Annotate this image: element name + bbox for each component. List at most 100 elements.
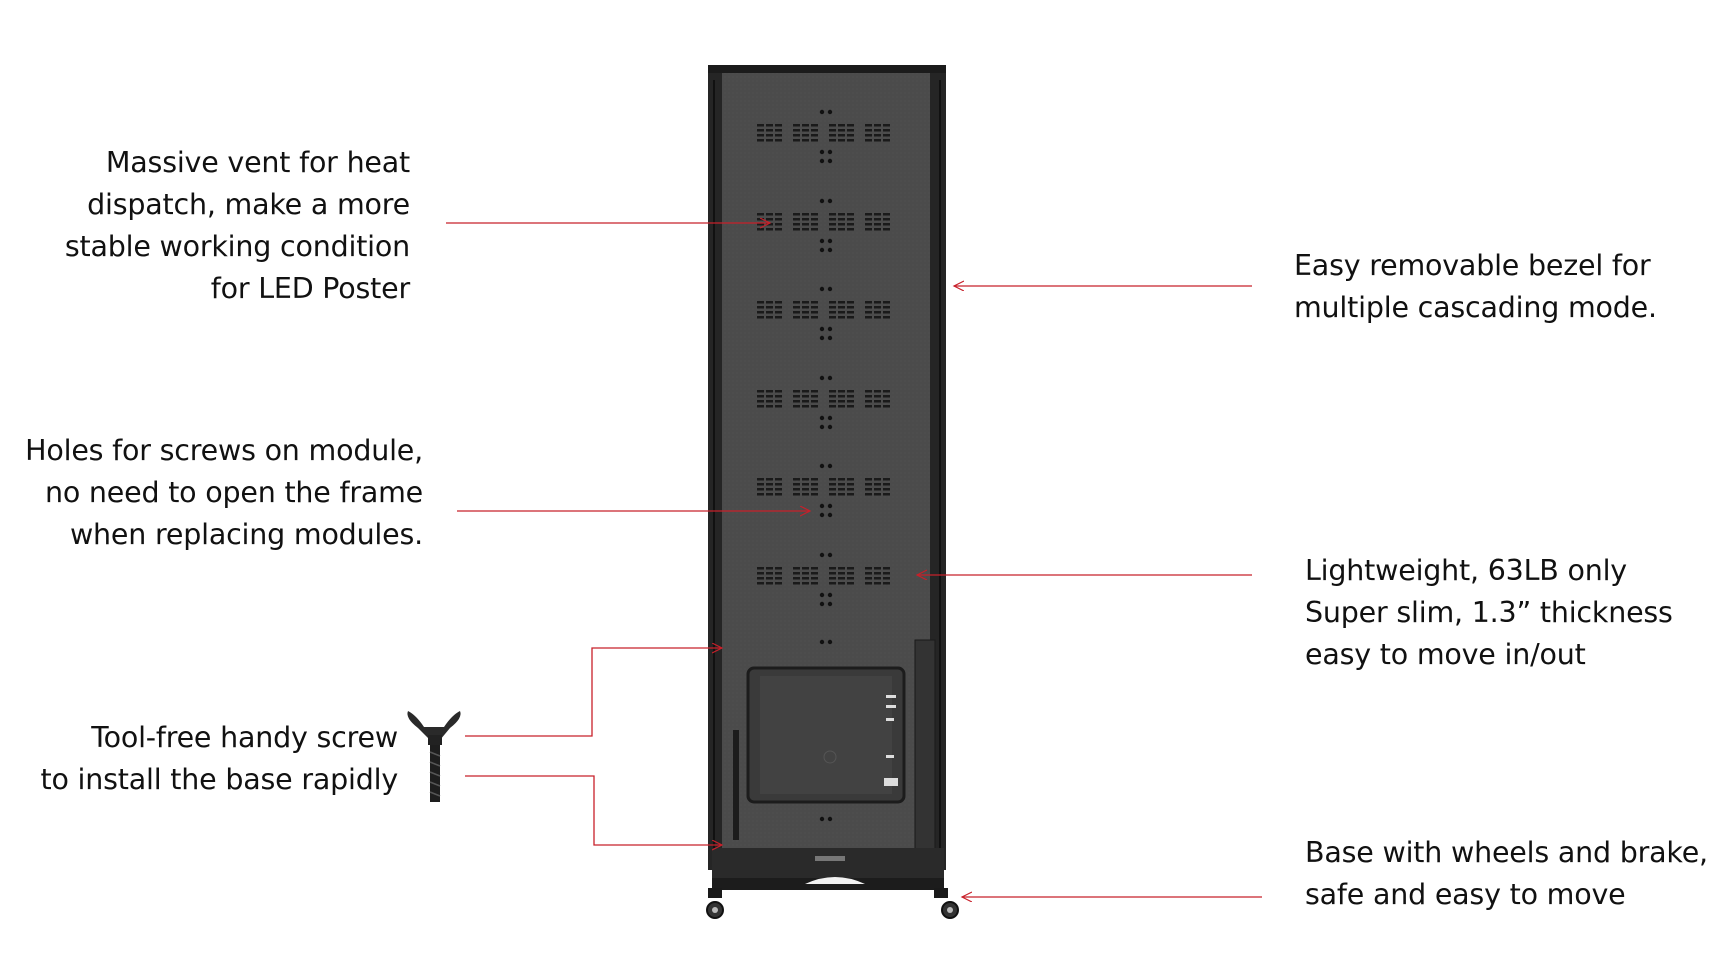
- vent-slot: [793, 213, 800, 216]
- screw-lower-leader-line: [465, 775, 722, 845]
- vent-slot: [757, 306, 764, 309]
- vent-slot: [811, 139, 818, 142]
- vent-slot: [775, 213, 782, 216]
- vent-slot: [793, 493, 800, 496]
- vent-slot: [838, 213, 845, 216]
- vent-slot: [802, 390, 809, 393]
- vent-slot: [757, 218, 764, 221]
- vent-slot: [829, 478, 836, 481]
- vent-grilles: [757, 124, 890, 585]
- vent-slot: [802, 218, 809, 221]
- vent-slot: [865, 223, 872, 226]
- vent-slot: [883, 223, 890, 226]
- vent-slot: [775, 134, 782, 137]
- vent-slot: [838, 488, 845, 491]
- vent-slot: [802, 134, 809, 137]
- vent-slot: [802, 488, 809, 491]
- screw-hole: [819, 109, 825, 115]
- vent-slot: [811, 228, 818, 231]
- vent-slot: [829, 139, 836, 142]
- vent-slot: [883, 213, 890, 216]
- vent-slot: [811, 124, 818, 127]
- vent-slot: [811, 400, 818, 403]
- vent-slot: [847, 301, 854, 304]
- vent-slot: [757, 134, 764, 137]
- vent-slot: [883, 316, 890, 319]
- vent-slot: [802, 478, 809, 481]
- vent-slot: [874, 577, 881, 580]
- vent-slot: [865, 572, 872, 575]
- vent-slot: [874, 483, 881, 486]
- vent-slot: [811, 582, 818, 585]
- vent-slot: [775, 567, 782, 570]
- vent-slot: [874, 306, 881, 309]
- vent-slot: [766, 129, 773, 132]
- vent-slot: [766, 301, 773, 304]
- vent-slot: [838, 493, 845, 496]
- vent-slot: [802, 139, 809, 142]
- vent-slot: [874, 582, 881, 585]
- vent-slot: [829, 400, 836, 403]
- vent-slot: [775, 493, 782, 496]
- vent-slot: [847, 213, 854, 216]
- screw-hole: [827, 503, 833, 509]
- screw-hole: [819, 286, 825, 292]
- bezel-annotation: Easy removable bezel for multiple cascad…: [1294, 249, 1657, 324]
- vent-slot: [838, 311, 845, 314]
- vent-slot: [757, 400, 764, 403]
- screw-hole: [819, 375, 825, 381]
- vent-slot: [829, 582, 836, 585]
- vent-slot: [766, 316, 773, 319]
- screw-hole: [819, 424, 825, 430]
- vent-slot: [811, 390, 818, 393]
- vent-slot: [811, 577, 818, 580]
- vent-slot: [883, 218, 890, 221]
- screw-hole: [819, 198, 825, 204]
- vent-slot: [865, 395, 872, 398]
- screw-hole: [827, 238, 833, 244]
- screw-hole: [827, 463, 833, 469]
- vent-slot: [847, 488, 854, 491]
- vent-slot: [847, 306, 854, 309]
- vent-slot: [793, 311, 800, 314]
- vent-slot: [874, 223, 881, 226]
- vent-slot: [793, 306, 800, 309]
- screw-hole: [827, 639, 833, 645]
- vent-slot: [874, 124, 881, 127]
- vent-slot: [847, 223, 854, 226]
- vent-slot: [847, 478, 854, 481]
- screw-annotation: Tool-free handy screw to install the bas…: [40, 721, 398, 796]
- vent-slot: [802, 228, 809, 231]
- vent-slot: [775, 129, 782, 132]
- vent-slot: [766, 306, 773, 309]
- vent-slot: [775, 301, 782, 304]
- vent-slot: [847, 134, 854, 137]
- vent-slot: [883, 478, 890, 481]
- vent-slot: [838, 390, 845, 393]
- vent-slot: [829, 567, 836, 570]
- vent-slot: [802, 213, 809, 216]
- vent-slot: [802, 124, 809, 127]
- vent-slot: [757, 577, 764, 580]
- vent-slot: [865, 483, 872, 486]
- vent-slot: [865, 139, 872, 142]
- vent-slot: [838, 582, 845, 585]
- vent-slot: [802, 395, 809, 398]
- vent-slot: [811, 567, 818, 570]
- vent-slot: [766, 582, 773, 585]
- vent-slot: [766, 488, 773, 491]
- vent-slot: [865, 306, 872, 309]
- vent-slot: [757, 395, 764, 398]
- vent-slot: [793, 483, 800, 486]
- vent-slot: [766, 478, 773, 481]
- screw-hole: [819, 415, 825, 421]
- base: [712, 848, 944, 890]
- vent-slot: [802, 316, 809, 319]
- vent-slot: [865, 124, 872, 127]
- screw-hole: [819, 463, 825, 469]
- vent-slot: [847, 567, 854, 570]
- vent-slot: [829, 213, 836, 216]
- vent-slot: [811, 306, 818, 309]
- screw-hole: [827, 158, 833, 164]
